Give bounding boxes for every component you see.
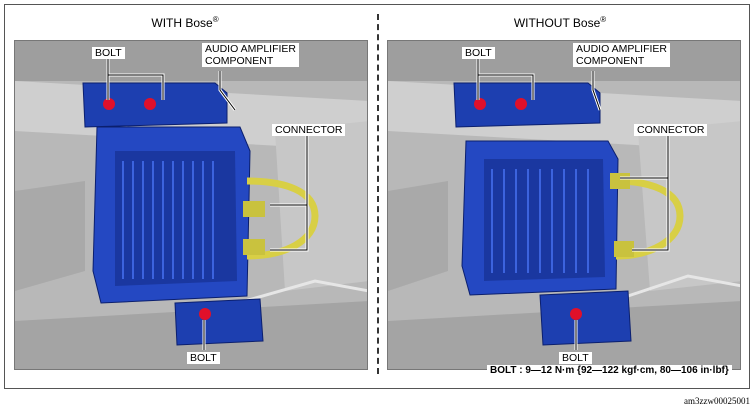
panel-title-with-bose: WITH Bose® bbox=[151, 15, 219, 30]
bolt-marker bbox=[515, 98, 527, 110]
bolt-marker bbox=[474, 98, 486, 110]
label-bolt-top-right: BOLT bbox=[462, 47, 495, 59]
label-bolt-bottom-right: BOLT bbox=[559, 352, 592, 364]
bolt-marker bbox=[570, 308, 582, 320]
label-connector-left: CONNECTOR bbox=[272, 124, 346, 136]
panel-title-without-bose: WITHOUT Bose® bbox=[513, 15, 607, 30]
label-connector-right: CONNECTOR bbox=[634, 124, 708, 136]
label-bolt-bottom-left: BOLT bbox=[187, 352, 220, 364]
panel-divider bbox=[377, 14, 379, 374]
bolt-marker bbox=[103, 98, 115, 110]
torque-spec: BOLT : 9—12 N·m {92—122 kgf·cm, 80—106 i… bbox=[487, 365, 732, 376]
label-bolt-top-left: BOLT bbox=[92, 47, 125, 59]
photo-with-bose bbox=[14, 40, 368, 370]
amp-bottom-bracket bbox=[539, 290, 632, 346]
photo-without-bose bbox=[387, 40, 741, 370]
bolt-marker bbox=[199, 308, 211, 320]
figure-code: am3zzw00025001 bbox=[684, 396, 750, 406]
amp-bottom-bracket bbox=[174, 298, 264, 346]
bolt-marker bbox=[144, 98, 156, 110]
